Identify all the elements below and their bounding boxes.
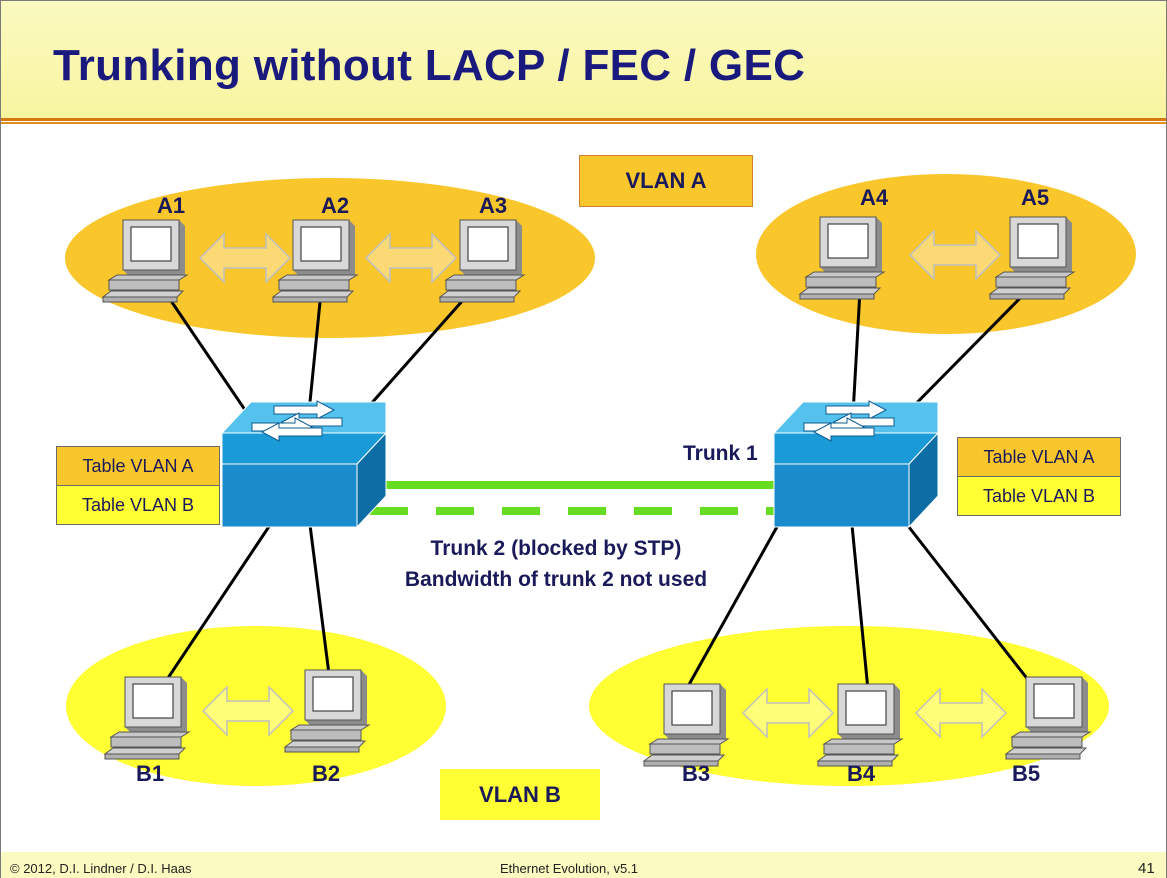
switch-icon <box>773 400 939 528</box>
title-divider-secondary <box>1 122 1166 124</box>
table-vlan-b: Table VLAN B <box>958 477 1120 515</box>
trunk-1-label: Trunk 1 <box>683 442 758 465</box>
switch-table-right: Table VLAN A Table VLAN B <box>957 437 1121 516</box>
trunk-2-note: Bandwidth of trunk 2 not used <box>405 568 707 591</box>
host-label-b4: B4 <box>847 761 876 786</box>
footer-course: Ethernet Evolution, v5.1 <box>500 861 639 876</box>
table-vlan-a: Table VLAN A <box>57 447 219 486</box>
footer-bar <box>1 852 1166 878</box>
vlan-b-label: VLAN B <box>440 769 600 820</box>
table-vlan-a: Table VLAN A <box>958 438 1120 477</box>
title-divider <box>1 118 1166 121</box>
host-label-a2: A2 <box>321 193 349 218</box>
page-number: 41 <box>1138 860 1155 877</box>
host-label-a5: A5 <box>1021 185 1049 210</box>
host-label-b3: B3 <box>682 761 710 786</box>
switch-icon <box>221 400 387 528</box>
title-bar: Trunking without LACP / FEC / GEC <box>1 1 1166 118</box>
footer-copyright: © 2012, D.I. Lindner / D.I. Haas <box>10 861 192 876</box>
host-label-a1: A1 <box>157 193 185 218</box>
trunk-2-label: Trunk 2 (blocked by STP) <box>431 537 682 560</box>
host-label-b5: B5 <box>1012 761 1040 786</box>
switch-table-left: Table VLAN A Table VLAN B <box>56 446 220 525</box>
slide-title: Trunking without LACP / FEC / GEC <box>53 41 806 90</box>
table-vlan-b: Table VLAN B <box>57 486 219 524</box>
host-label-a4: A4 <box>860 185 889 210</box>
host-label-b1: B1 <box>136 761 164 786</box>
host-label-a3: A3 <box>479 193 507 218</box>
host-label-b2: B2 <box>312 761 340 786</box>
vlan-a-label: VLAN A <box>579 155 753 207</box>
